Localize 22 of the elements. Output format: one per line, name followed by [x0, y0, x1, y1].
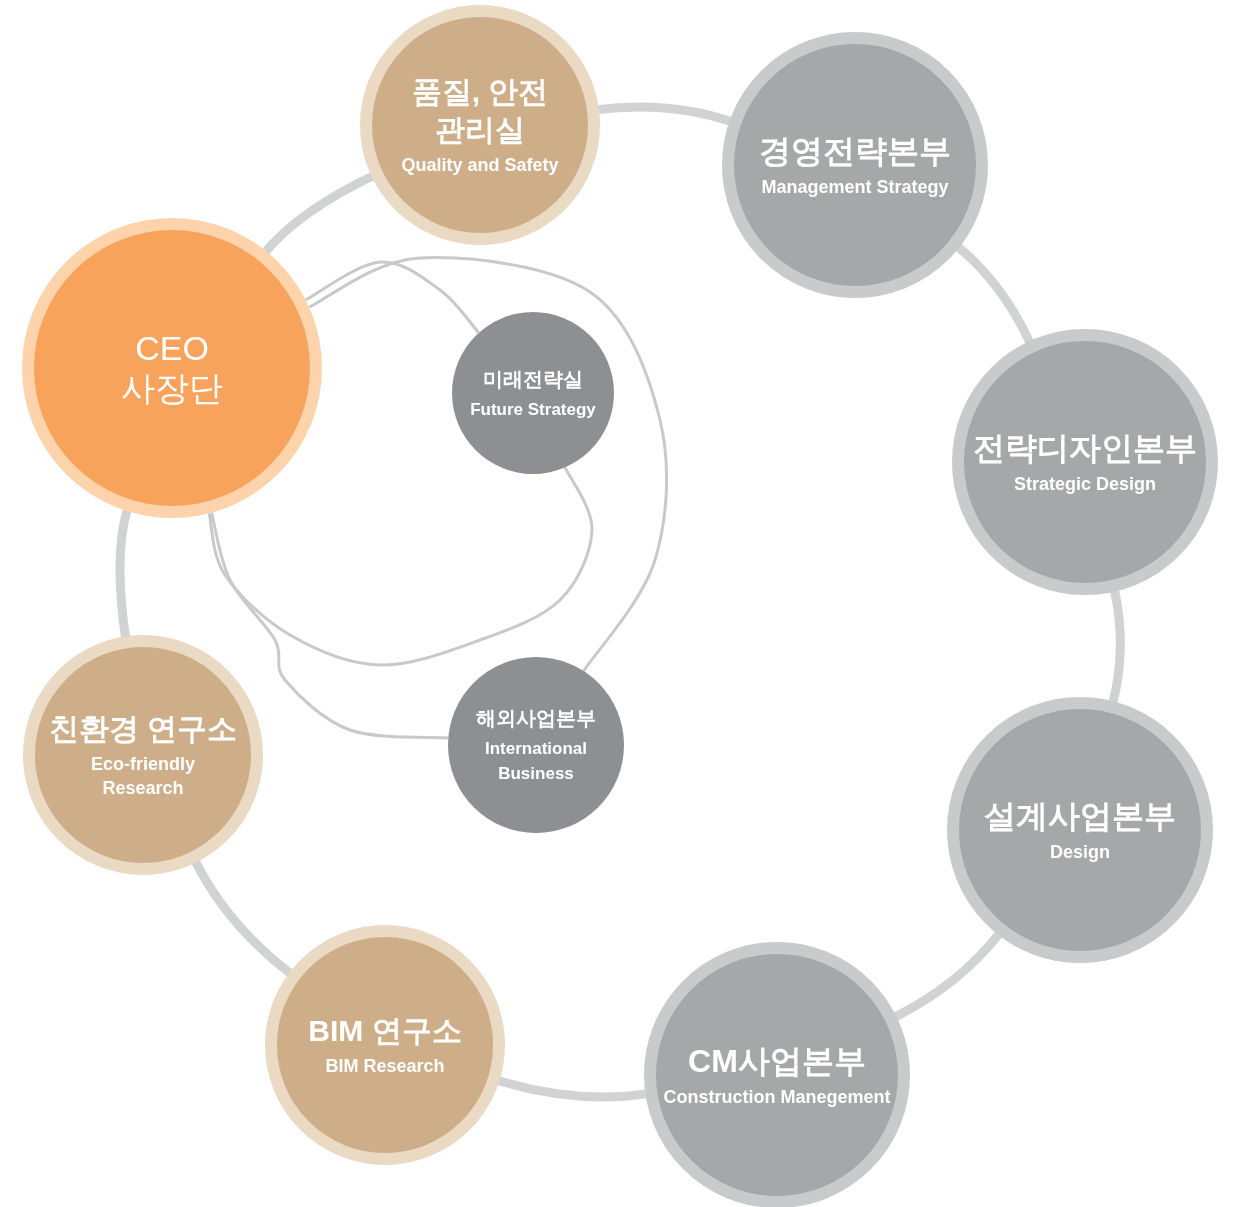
node-subtitle: Future Strategy	[469, 398, 597, 421]
node-title: 설계사업본부	[984, 797, 1176, 836]
node-subtitle: Quality and Safety	[400, 154, 560, 177]
node-title: CEO 사장단	[120, 328, 224, 408]
connector-line	[304, 260, 480, 334]
node-title: 해외사업본부	[476, 706, 596, 731]
connector-line	[308, 256, 669, 672]
node-subtitle: Eco-friendly Research	[90, 753, 196, 800]
node-title: 품질, 안전 관리실	[410, 74, 550, 148]
connector-line	[207, 466, 594, 667]
node-title: BIM 연구소	[307, 1013, 463, 1049]
node-subtitle: Strategic Design	[1012, 473, 1157, 496]
node-title: 미래전략실	[483, 366, 583, 392]
node-subtitle: Management Strategy	[760, 176, 950, 199]
node-subtitle: Construction Manegement	[662, 1086, 892, 1109]
node-subtitle: BIM Research	[324, 1055, 446, 1078]
node-subtitle: International Business	[484, 738, 588, 785]
node-title: 친환경 연구소	[47, 711, 239, 747]
node-title: CM사업본부	[688, 1042, 866, 1081]
node-title: 전략디자인본부	[973, 429, 1197, 468]
node-title: 경영전략본부	[759, 132, 951, 171]
node-subtitle: Design	[1049, 841, 1111, 864]
